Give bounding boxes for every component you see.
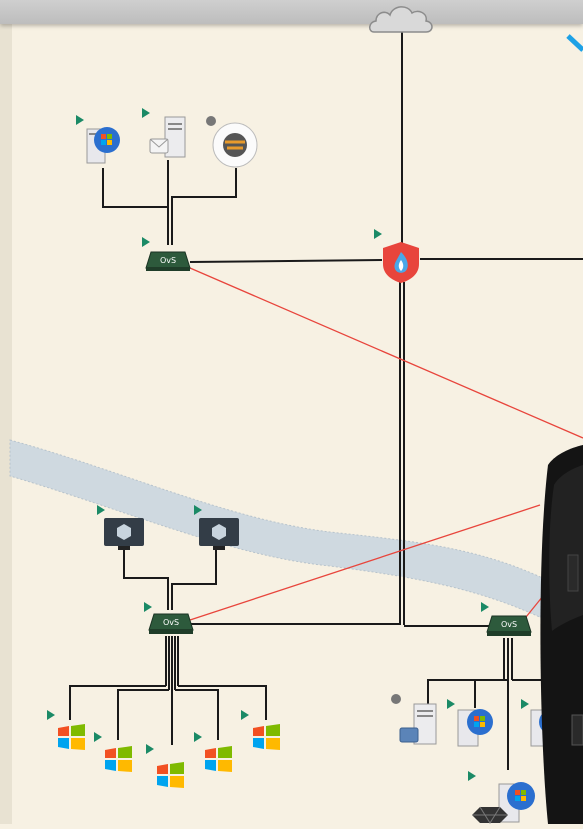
tower-case-icon [540,445,583,824]
wired-links [69,30,583,770]
windows-client-icon [205,746,232,772]
link-win5 [178,685,267,720]
ovs-switch-icon: OvS [486,615,532,636]
ovs-switch-bottom-right[interactable]: OvS [486,614,532,638]
windows-server-node[interactable] [84,123,124,167]
vm-monitor-node-2[interactable] [198,517,240,551]
running-indicator [97,505,105,515]
stopped-indicator [206,116,216,126]
windows-client-icon [105,746,132,772]
running-indicator [142,108,150,118]
link-red-top [189,267,583,439]
vm-monitor-icon [199,518,239,550]
link-win4 [175,689,219,740]
vm-monitor-icon [104,518,144,550]
router-node[interactable] [470,805,510,824]
cloud-node[interactable] [368,0,436,36]
running-indicator [76,115,84,125]
mail-server-icon [149,116,186,158]
windows-client-icon [157,762,184,788]
link-win2 [117,689,169,740]
left-panel-edge [0,24,12,824]
ovs-switch-icon: OvS [148,613,194,634]
windows-client-icon [253,724,280,750]
link-win1 [69,685,166,720]
link-winserver-switch1 [102,168,169,245]
firewall-node[interactable] [381,240,421,284]
mail-server-node[interactable] [148,115,190,161]
link-vm1-switch2 [123,550,169,610]
windows-server-icon [457,709,493,747]
running-indicator [142,237,150,247]
windows-server-icon [498,782,535,823]
river-band [9,439,583,641]
selection-arrow [566,34,583,52]
running-indicator [144,602,152,612]
svg-text:OvS: OvS [163,618,179,627]
running-indicator [468,771,476,781]
running-indicator [241,710,249,720]
ovs-switch-bottom-left[interactable]: OvS [148,612,194,636]
running-indicator [47,710,55,720]
file-server-node[interactable] [398,702,440,746]
web-server-node[interactable] [211,122,259,168]
running-indicator [146,744,154,754]
firewall-icon [383,242,419,283]
windows-client-node-2[interactable] [102,744,134,774]
running-indicator [447,699,455,709]
link-vm2-switch2 [171,550,217,610]
windows-server-node-2[interactable] [456,706,498,748]
running-indicator [521,699,529,709]
svg-text:OvS: OvS [501,620,517,629]
link-webserver-switch1 [171,168,237,245]
svg-text:OvS: OvS [160,256,176,265]
windows-client-node-4[interactable] [202,744,234,774]
windows-client-node-5[interactable] [250,722,282,752]
ovs-switch-icon: OvS [145,251,191,271]
windows-client-node-3[interactable] [154,760,186,790]
router-icon [472,806,508,824]
link-red-bottom [189,504,541,621]
running-indicator [94,732,102,742]
windows-server-icon [86,127,120,164]
ovs-switch-top[interactable]: OvS [145,250,191,272]
running-indicator [374,229,382,239]
running-indicator [194,505,202,515]
vm-monitor-node-1[interactable] [103,517,145,551]
windows-client-icon [58,724,85,750]
tower-case-node[interactable] [528,445,583,824]
windows-server-node-4[interactable] [497,780,539,824]
web-server-icon [212,122,258,168]
windows-client-node-1[interactable] [55,722,87,752]
stopped-indicator [391,694,401,704]
mail-server-icon [399,703,437,745]
running-indicator [194,732,202,742]
top-toolbar-strip [0,0,583,24]
cloud-icon [369,6,433,33]
running-indicator [481,602,489,612]
link-switch1-firewall [189,259,383,263]
